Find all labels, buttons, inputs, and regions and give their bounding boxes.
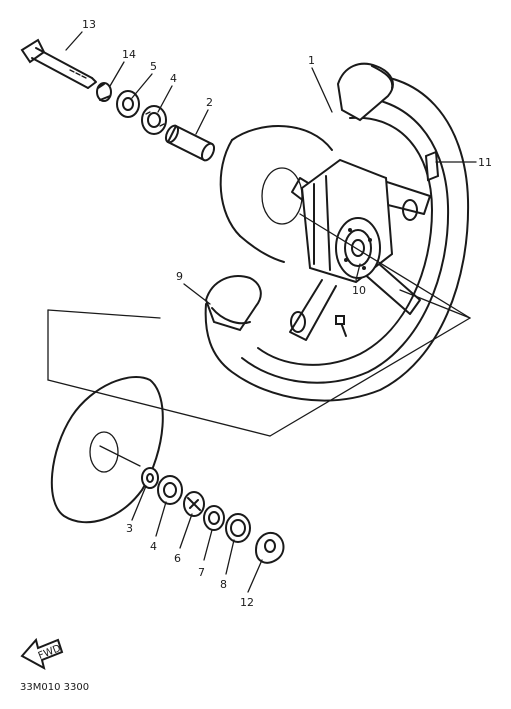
brake-disc-upper: [219, 125, 333, 263]
brake-disc-lower: [50, 376, 164, 524]
bearing-upper: [141, 105, 167, 135]
callout-1: 1: [308, 54, 315, 67]
callout-numbers: 13 14 5 4 2 1 11 9 10 3 4 6 7 8 12: [82, 18, 492, 609]
oil-seal-lower: [225, 513, 251, 543]
callout-14: 14: [122, 48, 136, 61]
bearing-lower: [157, 475, 183, 505]
callout-4-upper: 4: [170, 72, 177, 85]
fwd-arrow-icon: FWD: [20, 637, 64, 670]
front-axle: [20, 38, 97, 89]
callout-4-lower: 4: [150, 540, 157, 553]
callout-3: 3: [126, 522, 133, 535]
callout-5: 5: [150, 60, 157, 73]
collar-end-part: [254, 532, 285, 564]
cast-wheel: [204, 62, 470, 402]
seal-ring-part: [203, 505, 225, 531]
callout-11: 11: [478, 156, 492, 169]
oil-seal-upper: [116, 90, 140, 118]
leader-lines: [65, 31, 477, 593]
spacer-tube: [164, 124, 216, 162]
collar-lower: [141, 467, 159, 489]
callout-6: 6: [174, 552, 181, 565]
gear-unit-part: [183, 491, 205, 517]
callout-7: 7: [198, 566, 205, 579]
callout-12: 12: [240, 596, 254, 609]
callout-10: 10: [352, 284, 366, 297]
callout-8: 8: [220, 578, 227, 591]
collar-part: [96, 82, 112, 102]
assembly-reference-lines: [47, 213, 471, 437]
callout-13: 13: [82, 18, 96, 31]
callout-9: 9: [176, 270, 183, 283]
fwd-label: FWD: [37, 643, 63, 662]
drawing-code: 33M010 3300: [20, 682, 89, 693]
callout-2: 2: [206, 96, 213, 109]
